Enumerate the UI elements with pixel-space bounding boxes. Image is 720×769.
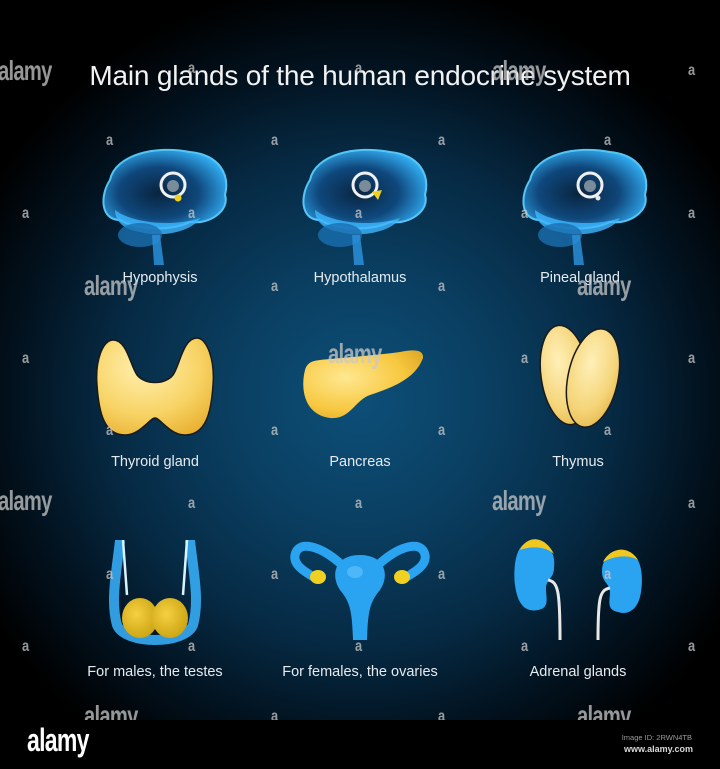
footer-brand-logo: alamy [27,722,89,758]
gland-cell-testes: For males, the testes [55,540,255,720]
gland-cell-hypophysis: Hypophysis [60,140,260,330]
gland-cell-adrenal: Adrenal glands [478,530,678,720]
brain-hypophysis-icon [102,148,228,265]
watermark-brand: alamy [0,485,52,516]
gland-label: Hypothalamus [313,270,407,286]
gland-cell-pancreas: Pancreas [260,330,460,520]
pancreas-icon [303,350,424,419]
gland-label: For males, the testes [87,664,223,680]
ovaries-icon [290,541,430,640]
gland-label: Hypophysis [122,270,198,286]
site-url: www.alamy.com [623,744,693,754]
footer-bar [0,720,720,769]
watermark-letter: a [688,205,695,222]
gland-cell-ovaries: For females, the ovaries [260,530,460,720]
testes-icon [108,540,202,645]
brain-hypothalamus-icon [302,148,428,265]
gland-label: Thyroid gland [111,454,199,470]
thymus-icon [539,324,621,428]
watermark-letter: a [688,638,695,655]
gland-cell-thyroid: Thyroid gland [55,330,255,520]
gland-label: For females, the ovaries [282,664,438,680]
gland-cell-thymus: Thymus [478,320,678,510]
image-id: Image ID: 2RWN4TB [621,733,692,742]
gland-cell-hypothalamus: Hypothalamus [260,140,460,330]
thyroid-icon [95,337,215,436]
gland-label: Pineal gland [540,270,620,286]
brain-pineal-icon [522,148,648,265]
gland-label: Pancreas [329,454,391,470]
watermark-letter: a [688,495,695,512]
watermark-letter: a [22,638,29,655]
gland-cell-pineal: Pineal gland [480,140,680,330]
watermark-letter: a [22,350,29,367]
infographic-canvas: Main glands of the human endocrine syste… [0,0,720,720]
page-title: Main glands of the human endocrine syste… [89,60,631,91]
gland-label: Adrenal glands [529,664,627,680]
adrenal-kidneys-icon [514,539,642,641]
watermark-letter: a [22,205,29,222]
gland-label: Thymus [552,454,604,470]
watermark-letter: a [688,350,695,367]
